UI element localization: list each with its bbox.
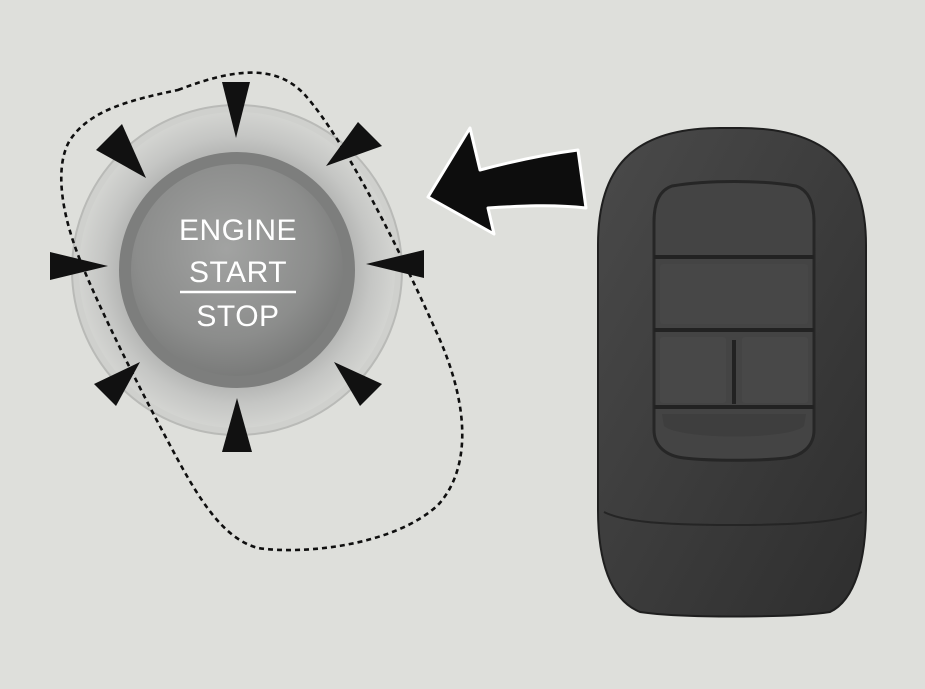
triangle-pointer-icon — [96, 124, 146, 178]
fob-panic-button — [662, 414, 806, 437]
triangle-pointer-icon — [326, 122, 382, 166]
button-label-engine: ENGINE — [179, 214, 297, 247]
triangle-pointer-icon — [334, 362, 382, 406]
engine-start-stop-button: ENGINE START STOP — [71, 104, 403, 436]
fob-lower-seam — [603, 511, 863, 527]
triangle-pointer-icon — [222, 82, 250, 138]
triangle-pointer-icon — [366, 250, 424, 278]
button-face — [131, 164, 343, 376]
triangle-pointer-icon — [50, 82, 424, 452]
curved-arrow-left-icon — [426, 126, 588, 236]
smart-key-fob-icon — [597, 127, 867, 618]
triangle-pointer-icon — [94, 362, 140, 406]
fob-lock-button — [660, 264, 808, 324]
fob-trunk-button — [742, 337, 808, 403]
button-label-stop: STOP — [196, 300, 279, 333]
triangle-pointer-icon — [50, 252, 108, 280]
fob-unlock-button — [660, 337, 726, 403]
button-label-start: START — [189, 256, 287, 289]
triangle-pointer-icon — [222, 398, 252, 452]
